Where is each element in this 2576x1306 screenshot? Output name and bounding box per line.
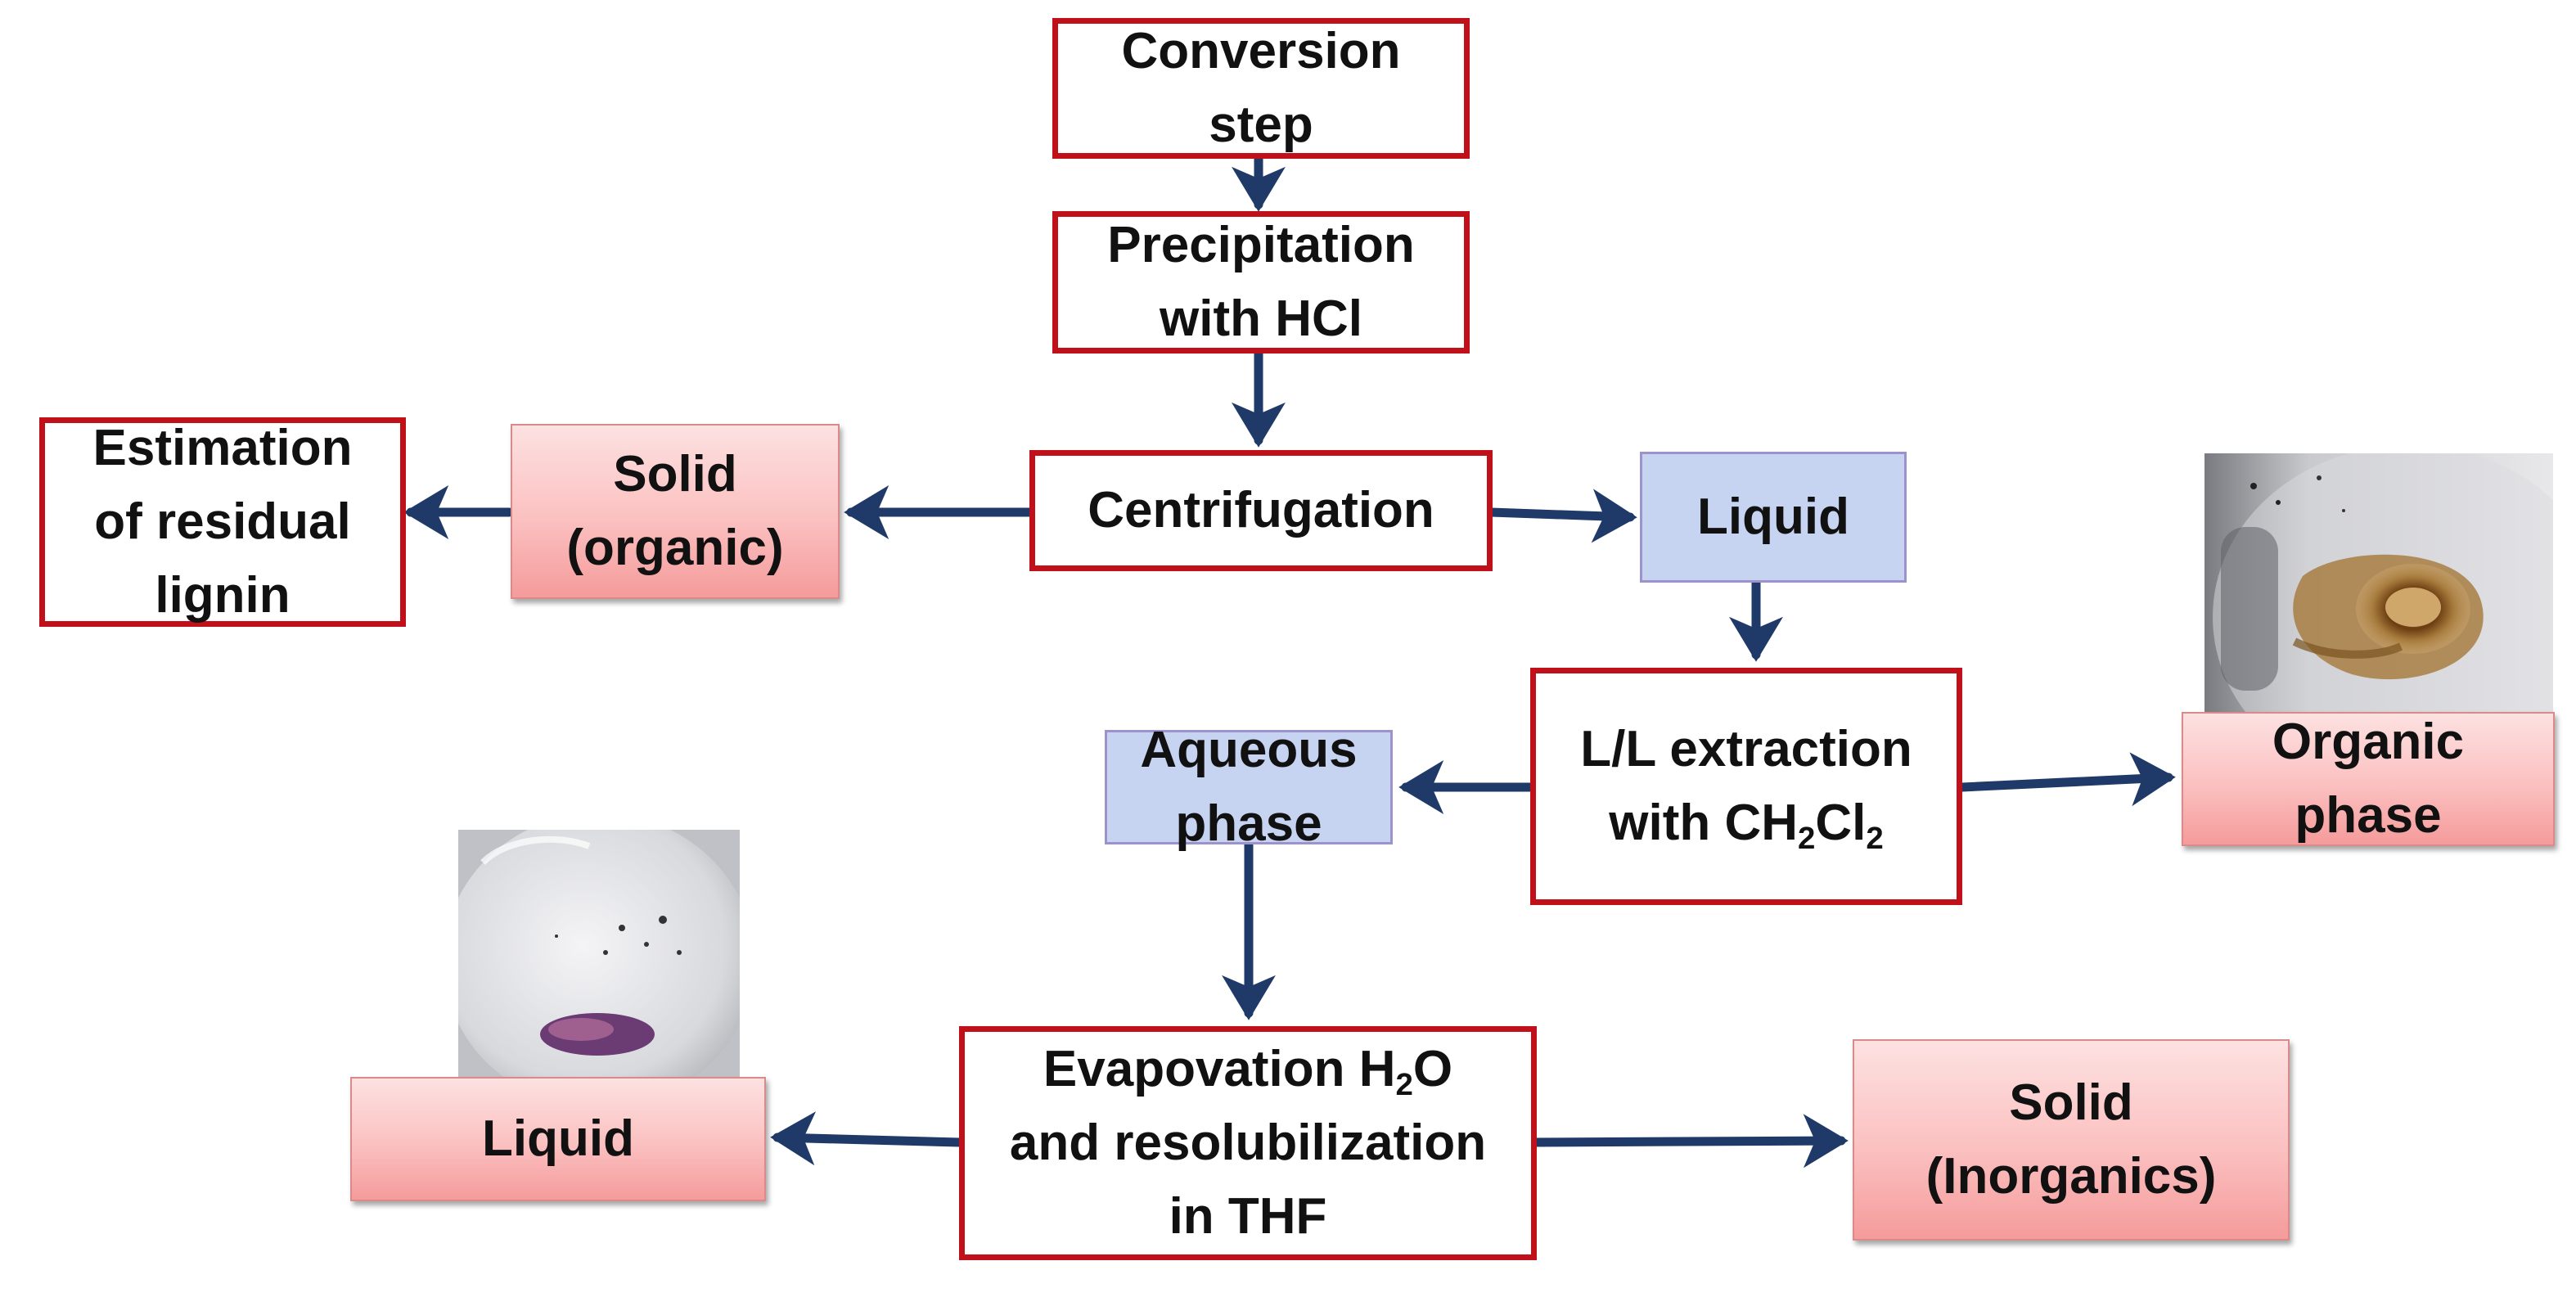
estimation-line3: lignin — [155, 566, 290, 624]
precipitation-line1: Precipitation — [1107, 217, 1415, 274]
liquid-bottom-label: Liquid — [482, 1110, 634, 1168]
arrow-evaporation-to-solid — [1530, 1114, 1849, 1169]
estimation-box: Estimation of residual lignin — [39, 417, 406, 627]
precipitation-line2: with HCl — [1160, 290, 1362, 347]
aqueous-phase-box: Aqueous phase — [1105, 722, 1393, 852]
evaporation-sub1: 2 — [1395, 1066, 1413, 1102]
evaporation-box: Evapovation H2O and resolubilization in … — [959, 1026, 1537, 1260]
estimation-line2: of residual — [94, 493, 351, 551]
organic-phase-box: Organic phase — [2182, 712, 2555, 846]
ll-extraction-line2: with CH2Cl2 — [1609, 786, 1884, 860]
aqueous-phase-line2: phase — [1175, 795, 1322, 852]
solid-organic-box: Solid (organic) — [511, 424, 840, 599]
organic-phase-line2: phase — [2295, 787, 2442, 844]
evaporation-line1-post: O — [1412, 1041, 1453, 1098]
ll-extraction-line2-mid: Cl — [1815, 795, 1867, 851]
ll-extraction-line1: L/L extraction — [1580, 721, 1912, 778]
solid-inorganics-line1: Solid — [2009, 1074, 2133, 1132]
liquid-top-label: Liquid — [1697, 489, 1849, 546]
conversion-step-box: Conversion step — [1052, 18, 1470, 159]
organic-phase-photo — [2204, 453, 2553, 715]
conversion-step-line1: Conversion — [1121, 23, 1401, 80]
organic-phase-line1: Organic — [2272, 714, 2465, 771]
evaporation-line2: and resolubilization — [1009, 1115, 1487, 1172]
liquid-top-box: Liquid — [1640, 452, 1907, 583]
liquid-bottom-box: Liquid — [350, 1077, 766, 1201]
liquid-flask-photo — [458, 830, 740, 1077]
solid-organic-line1: Solid — [613, 446, 737, 503]
ll-extraction-sub2: 2 — [1866, 820, 1884, 856]
precipitation-box: Precipitation with HCl — [1052, 211, 1470, 354]
ll-extraction-sub1: 2 — [1798, 820, 1816, 856]
aqueous-phase-line1: Aqueous — [1140, 722, 1358, 779]
conversion-step-line2: step — [1209, 97, 1313, 153]
evaporation-line1-pre: Evapovation H — [1043, 1041, 1396, 1098]
evaporation-line3: in THF — [1169, 1187, 1327, 1245]
centrifugation-label: Centrifugation — [1088, 482, 1434, 539]
estimation-line1: Estimation — [92, 420, 353, 477]
arrow-extraction-to-organic — [1957, 752, 2176, 807]
evaporation-line1: Evapovation H2O — [1043, 1033, 1452, 1106]
solid-organic-line2: (organic) — [566, 520, 784, 576]
arrow-evaporation-to-liquid — [770, 1111, 964, 1166]
ll-extraction-line2-pre: with CH — [1609, 795, 1798, 851]
arrow-centrifugation-to-liquid — [1486, 489, 1637, 543]
ll-extraction-box: L/L extraction with CH2Cl2 — [1530, 668, 1962, 905]
solid-inorganics-box: Solid (Inorganics) — [1853, 1039, 2290, 1241]
centrifugation-box: Centrifugation — [1029, 450, 1493, 571]
solid-inorganics-line2: (Inorganics) — [1925, 1148, 2217, 1205]
